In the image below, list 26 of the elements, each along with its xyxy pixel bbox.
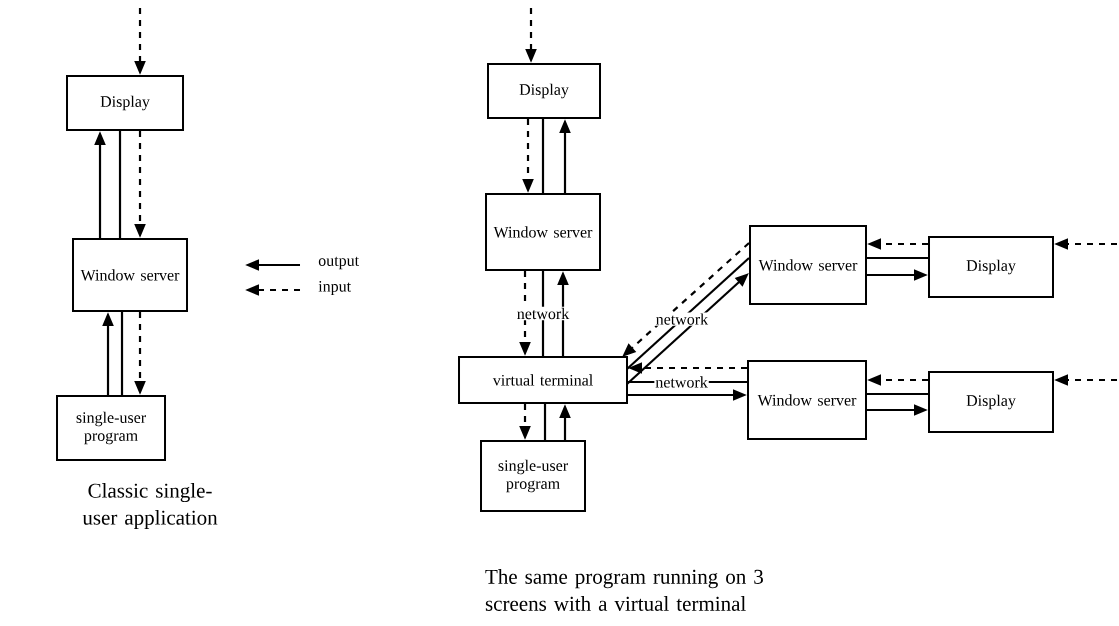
- edge-label: network: [655, 376, 708, 388]
- caption: The same program running on 3 screens with a virtual terminal: [485, 569, 763, 611]
- process-box: Window server: [749, 225, 867, 305]
- edge-label: network: [656, 313, 709, 325]
- connector-line: [543, 404, 547, 440]
- process-box: Display: [66, 75, 184, 131]
- process-box: Window server: [747, 360, 867, 440]
- connector-line: [626, 257, 750, 370]
- caption: Classic single-user application: [82, 482, 218, 529]
- edge-label: network: [517, 307, 570, 320]
- connector-line: [867, 256, 928, 260]
- connector-line: [867, 392, 928, 396]
- connector-line: [118, 131, 122, 238]
- process-box: Display: [928, 371, 1054, 433]
- process-box: Window server: [485, 193, 601, 271]
- connector-line: [541, 271, 545, 356]
- process-box: virtual terminal: [458, 356, 628, 404]
- connector-line: [120, 312, 124, 395]
- process-box: single-user program: [56, 395, 166, 461]
- legend-text: input: [318, 281, 351, 295]
- process-box: Display: [928, 236, 1054, 298]
- process-box: single-user program: [480, 440, 586, 512]
- process-box: Window server: [72, 238, 188, 312]
- process-box: Display: [487, 63, 601, 119]
- legend-text: output: [318, 256, 359, 270]
- connector-line: [541, 119, 545, 193]
